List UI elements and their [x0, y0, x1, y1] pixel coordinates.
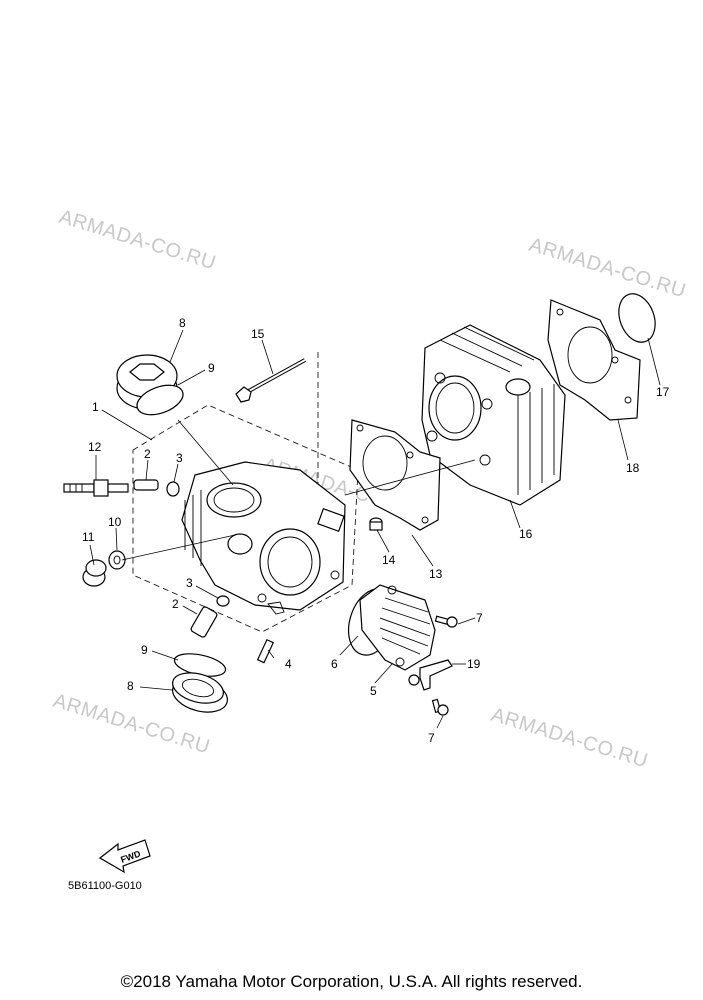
- callout-17: 17: [656, 385, 670, 399]
- small-ring: [166, 481, 180, 497]
- callout-6: 6: [331, 657, 338, 671]
- callout-8: 8: [127, 679, 134, 693]
- small-ring: [216, 595, 230, 607]
- o-ring: [618, 293, 656, 343]
- callout-3: 3: [186, 576, 193, 590]
- leader-lines: [89, 329, 661, 729]
- o-ring: [136, 384, 184, 416]
- bolt: [82, 559, 107, 587]
- bolt: [431, 698, 449, 716]
- watermark: ARMADA-CO.RU: [527, 234, 689, 303]
- cap-top: [116, 354, 178, 410]
- callout-7: 7: [476, 611, 483, 625]
- callout-16: 16: [519, 527, 533, 541]
- callout-9: 9: [208, 361, 215, 375]
- cylinder-head: [181, 461, 346, 615]
- spark-plug: [63, 479, 129, 497]
- callout-8: 8: [179, 316, 186, 330]
- dowel-pin: [369, 517, 383, 531]
- callout-2: 2: [144, 447, 151, 461]
- valve-adjuster: [133, 479, 159, 491]
- cap-bottom: [172, 672, 228, 713]
- bolt: [434, 615, 458, 628]
- callout-11: 11: [82, 530, 95, 544]
- callout-13: 13: [429, 567, 443, 581]
- callout-7: 7: [428, 731, 435, 745]
- cylinder-gasket: [547, 299, 641, 421]
- stud-bolt: [256, 638, 275, 664]
- cylinder: [421, 324, 566, 506]
- callout-2: 2: [172, 597, 179, 611]
- watermark: ARMADA-CO.RU: [489, 704, 651, 773]
- washer: [108, 550, 126, 570]
- callout-9: 9: [141, 643, 148, 657]
- callout-12: 12: [88, 440, 102, 454]
- callout-3: 3: [176, 451, 183, 465]
- cylinder-head-cover: [359, 584, 436, 671]
- callout-1: 1: [92, 400, 99, 414]
- long-bolt: [235, 358, 306, 403]
- callout-18: 18: [626, 461, 640, 475]
- callout-5: 5: [370, 684, 377, 698]
- callout-14: 14: [382, 553, 396, 567]
- diagram-code: 5B61100-G010: [68, 880, 142, 892]
- callout-4: 4: [285, 657, 292, 671]
- valve-adjuster: [190, 606, 218, 638]
- callout-10: 10: [108, 515, 122, 529]
- bracket: [408, 659, 453, 691]
- watermark: ARMADA-CO.RU: [57, 206, 219, 275]
- copyright-notice: ©2018 Yamaha Motor Corporation, U.S.A. A…: [120, 972, 583, 991]
- callout-15: 15: [251, 327, 265, 341]
- forward-arrow-icon: FWD: [98, 839, 151, 874]
- callouts: 8 9 15 1 12 2 3 10 11 3 2 4 9 8 13 14 16…: [82, 316, 670, 745]
- callout-19: 19: [467, 657, 481, 671]
- head-gasket: [349, 419, 441, 531]
